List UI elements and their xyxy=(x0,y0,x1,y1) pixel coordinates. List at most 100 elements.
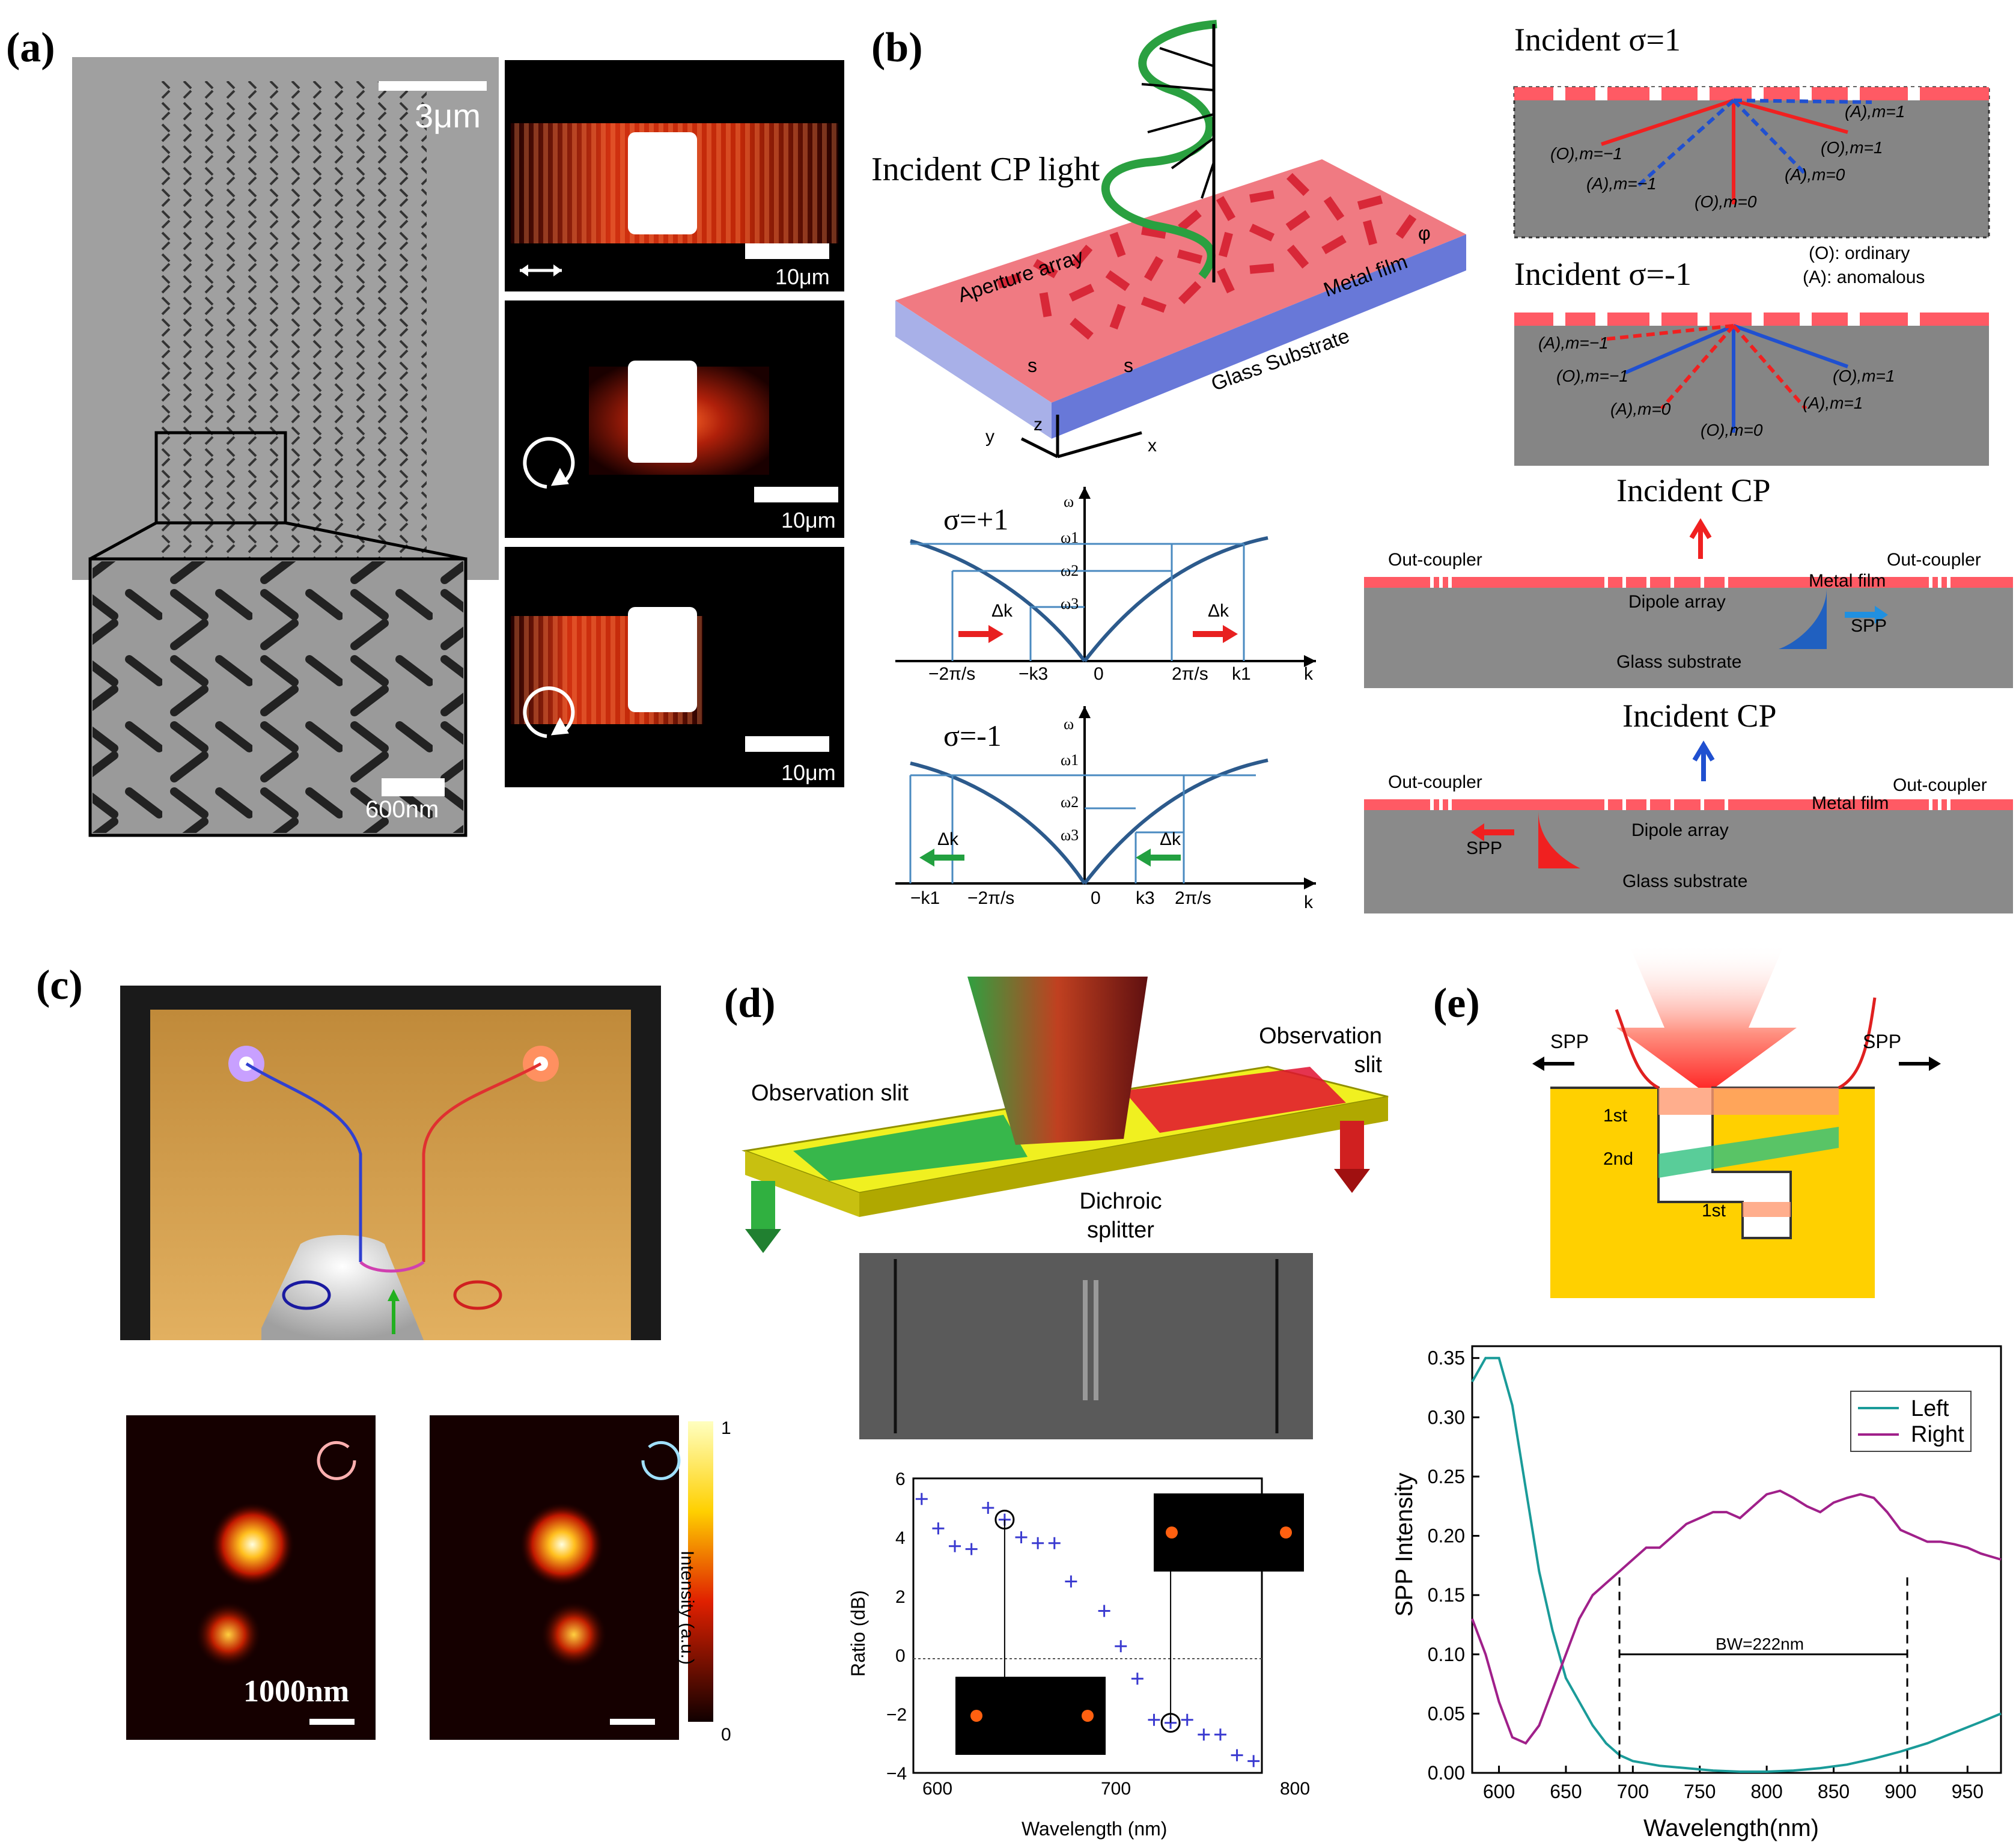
img-scale-label-1: 10μm xyxy=(775,264,830,289)
y-tick-label: 0.05 xyxy=(1428,1703,1465,1724)
x-tick-label: 650 xyxy=(1550,1781,1582,1802)
x-tick-label: 800 xyxy=(1280,1779,1311,1799)
x-tick-label: 700 xyxy=(1617,1781,1649,1802)
sem-scale-label: 3μm xyxy=(415,97,481,135)
tick-label: 2π/s xyxy=(1175,888,1211,908)
spp-label: SPP xyxy=(1466,838,1503,858)
order-label: (O),m=1 xyxy=(1833,367,1895,385)
y-tick-label: −2 xyxy=(886,1705,907,1725)
order-label: (A),m=1 xyxy=(1845,102,1905,121)
out-coupler-left: Out-coupler xyxy=(1388,772,1482,792)
intensity-image-2 xyxy=(505,300,844,538)
ratio-point xyxy=(1214,1728,1226,1741)
order-label: (O),m=−1 xyxy=(1556,367,1628,385)
tick-label: k1 xyxy=(1232,664,1251,684)
delta-k-label: Δk xyxy=(1208,601,1229,621)
legend-box xyxy=(1850,1391,1972,1452)
panel-label-b: (b) xyxy=(871,25,923,71)
order-label: (A),m=−1 xyxy=(1586,174,1657,193)
y-tick-label: 0.15 xyxy=(1428,1584,1465,1606)
x-tick-label: 700 xyxy=(1101,1779,1131,1799)
legend-anomalous: (A): anomalous xyxy=(1803,267,1925,287)
panel-c-figure xyxy=(120,986,713,1740)
panel-label-a: (a) xyxy=(6,25,55,71)
glass-substrate-label: Glass substrate xyxy=(1622,871,1748,891)
order-1st-label: 1st xyxy=(1702,1201,1726,1221)
phi-label: φ xyxy=(1418,222,1431,244)
dispersion-diagrams xyxy=(895,487,1316,889)
k-axis-label: k xyxy=(1304,892,1313,912)
y-tick-label: 0.20 xyxy=(1428,1525,1465,1547)
tick-label: −2π/s xyxy=(928,664,976,684)
inset-image-top xyxy=(1154,1493,1304,1572)
img-scale-label-2: 10μm xyxy=(781,508,836,532)
x-tick-label: 600 xyxy=(922,1779,953,1799)
colorbar-min: 0 xyxy=(721,1725,731,1745)
colorbar-max: 1 xyxy=(721,1418,731,1438)
dipole-array-label: Dipole array xyxy=(1628,592,1726,612)
ratio-point xyxy=(1247,1755,1260,1767)
incident-cp-title: Incident CP xyxy=(1622,698,1777,734)
colorbar xyxy=(688,1421,713,1722)
x-tick-label: 750 xyxy=(1684,1781,1716,1802)
panel-label-c: (c) xyxy=(36,962,83,1008)
intensity-image-1 xyxy=(505,60,844,291)
delta-k-label: Δk xyxy=(937,829,959,849)
y-axis-label: SPP Intensity xyxy=(1391,1472,1418,1617)
ratio-point xyxy=(965,1543,978,1555)
omega1-label: ω1 xyxy=(1061,529,1079,546)
s-label: s xyxy=(1028,355,1037,376)
cp-coupler-diagrams xyxy=(1364,518,2013,913)
zoom-box xyxy=(154,431,287,525)
y-tick-label: 0.35 xyxy=(1428,1347,1465,1369)
metal-film-label: Metal film xyxy=(1809,571,1886,591)
ratio-point xyxy=(1115,1640,1127,1653)
x-tick-label: 850 xyxy=(1818,1781,1850,1802)
out-coupler-left: Out-coupler xyxy=(1388,550,1482,570)
series-line-right xyxy=(1471,1489,2002,1745)
ratio-point xyxy=(1048,1537,1061,1549)
omega2-label: ω2 xyxy=(1061,793,1079,811)
x-axis-label: Wavelength(nm) xyxy=(1643,1815,1819,1841)
ratio-point xyxy=(1231,1749,1243,1761)
ratio-point xyxy=(1015,1531,1028,1543)
panel-b-schematic xyxy=(895,20,1466,459)
order-label: (O),m=−1 xyxy=(1550,144,1622,163)
panel-a-figure xyxy=(72,57,844,837)
ratio-point xyxy=(949,1540,961,1552)
y-tick-label: 0.30 xyxy=(1428,1406,1465,1428)
axis-z-label: z xyxy=(1034,415,1043,435)
observation-slit-right: Observation slit xyxy=(1259,1023,1382,1078)
metal-film-label: Metal film xyxy=(1812,793,1889,813)
img-scale-label-3: 10μm xyxy=(781,760,836,785)
tick-label: k3 xyxy=(1136,888,1155,908)
sigma-minus-label: σ=-1 xyxy=(943,719,1002,752)
ratio-point xyxy=(1148,1713,1160,1726)
y-tick-label: −4 xyxy=(886,1764,907,1784)
omega3-label: ω3 xyxy=(1061,595,1079,612)
ratio-point xyxy=(1065,1575,1077,1588)
axis-y-label: y xyxy=(985,427,994,447)
linear-polarization-icon xyxy=(520,264,562,276)
order-1st-label: 1st xyxy=(1603,1106,1628,1126)
scale-bar-label: 1000nm xyxy=(243,1674,350,1709)
order-label: (A),m=0 xyxy=(1785,165,1845,184)
tick-label: −k1 xyxy=(910,888,940,908)
diffraction-diagrams xyxy=(1513,86,1990,466)
incident-cp-light-label: Incident CP light xyxy=(871,151,1100,188)
spp-label: SPP xyxy=(1851,616,1887,636)
intensity-image-3 xyxy=(505,547,844,787)
omega-label: ω xyxy=(1064,493,1074,510)
k-axis-label: k xyxy=(1304,664,1313,684)
observation-slit-left: Observation slit xyxy=(751,1081,909,1106)
omega-label: ω xyxy=(1064,715,1074,733)
s-label: s xyxy=(1124,355,1133,376)
colorbar-label: Intensity (a.u.) xyxy=(677,1551,697,1665)
axis-x-label: x xyxy=(1148,436,1157,456)
zoom-scale-label: 600nm xyxy=(365,796,439,823)
y-tick-label: 0.10 xyxy=(1428,1644,1465,1665)
legend-ordinary: (O): ordinary xyxy=(1809,243,1910,263)
incident-sigma-plus-label: Incident σ=1 xyxy=(1514,22,1681,58)
ratio-point xyxy=(932,1522,945,1535)
